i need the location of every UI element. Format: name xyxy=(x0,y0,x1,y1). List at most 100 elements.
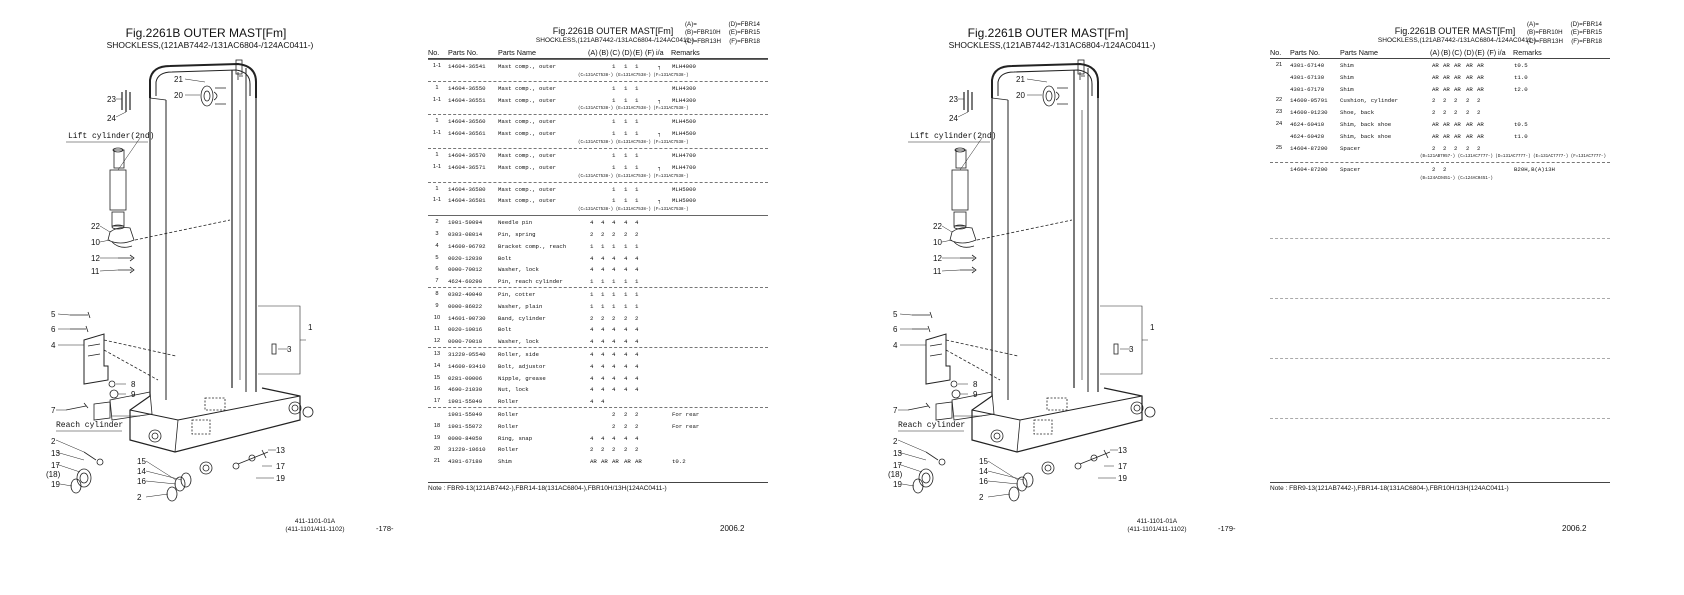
quantity-cell: 1 xyxy=(612,151,616,159)
parts-table-header: No.Parts No.Parts Name(A)(B)(C)(D)(E)(F)… xyxy=(428,48,768,59)
remarks-cell: t1.0 xyxy=(1514,73,1528,81)
remarks-cell: MLH4500 xyxy=(672,118,696,126)
item-number: 15 xyxy=(433,374,441,381)
quantity-cell: AR xyxy=(590,458,597,466)
item-number: 1 xyxy=(435,118,439,125)
parts-table: No.Parts No.Parts Name(A)(B)(C)(D)(E)(F)… xyxy=(1270,48,1610,184)
figure-subtitle: SHOCKLESS,(121AB7442-/131AC6804-/124AC04… xyxy=(948,40,1156,50)
part-name: Mast comp., outer xyxy=(498,163,557,171)
quantity-cell: 1 xyxy=(635,185,639,193)
quantity-cell: 1 xyxy=(635,278,639,286)
part-number: 14601-90730 xyxy=(448,314,486,322)
revision-date: 2006.2 xyxy=(720,524,745,533)
quantity-cell: 2 xyxy=(612,230,616,238)
quantity-cell: 1 xyxy=(624,63,628,70)
part-number: 1901-55049 xyxy=(448,398,483,406)
quantity-cell: 1 xyxy=(612,96,616,104)
quantity-cell: AR xyxy=(612,458,619,466)
quantity-cell: 2 xyxy=(635,422,639,430)
quantity-cell: 1 xyxy=(612,163,616,171)
quantity-cell: 2 xyxy=(624,410,628,418)
part-number: 14604-87200 xyxy=(1290,144,1328,152)
remarks-cell: MLH4500 xyxy=(672,130,696,138)
model-code-left: (B)=FBR10H xyxy=(1527,29,1563,37)
model-legend-row: (A)=(D)=FBR14 xyxy=(1527,21,1602,29)
quantity-cell: 2 xyxy=(612,422,616,430)
part-number: 14604-36571 xyxy=(448,163,486,171)
part-name: Spacer xyxy=(1340,166,1361,174)
remarks-cell: t1.0 xyxy=(1514,132,1528,140)
callout-number: 10 xyxy=(91,238,100,247)
callout-number: 15 xyxy=(979,457,988,466)
part-name: Washer, lock xyxy=(498,266,539,274)
model-code-right: (E)=FBR15 xyxy=(728,29,760,37)
figure-subtitle: SHOCKLESS,(121AB7442-/131AC6804-/124AC04… xyxy=(106,40,314,50)
serial-note-row: (C=131AC7538-) (E=131AC7538-) (F=131AC75… xyxy=(428,206,768,215)
item-number: 25 xyxy=(1275,144,1283,151)
part-number: 4301-67170 xyxy=(1290,85,1325,93)
quantity-cell: 2 xyxy=(624,446,628,454)
quantity-cell: 2 xyxy=(590,230,594,238)
column-header-f: (F) xyxy=(1487,48,1497,57)
quantity-cell: 2 xyxy=(1477,109,1481,117)
callout-number: 21 xyxy=(174,75,183,84)
quantity-cell: 4 xyxy=(601,254,605,262)
quantity-cell: AR xyxy=(1477,85,1484,93)
column-header-c: (C) xyxy=(1452,48,1462,57)
quantity-cell: 2 xyxy=(1477,97,1481,105)
callout-number: 1 xyxy=(308,323,313,332)
quantity-cell: 2 xyxy=(624,422,628,430)
model-legend-row: (B)=FBR10H(E)=FBR15 xyxy=(685,29,760,37)
interchangeability-mark: ┐ xyxy=(658,63,662,70)
quantity-cell: 4 xyxy=(635,362,639,370)
part-name: Shim xyxy=(1340,85,1354,93)
quantity-cell: AR xyxy=(601,458,608,466)
callout-number: 2 xyxy=(51,437,56,446)
callout-number: 3 xyxy=(1129,345,1134,354)
quantity-cell: 4 xyxy=(612,338,616,346)
item-number: 12 xyxy=(433,338,441,345)
quantity-cell: 2 xyxy=(635,314,639,322)
page-code-subline: (411-1101/411-1102) xyxy=(285,526,345,533)
quantity-cell: AR xyxy=(1454,85,1461,93)
quantity-cell: AR xyxy=(1432,73,1439,81)
page-code: 411-1101-01A(411-1101/411-1102) xyxy=(270,518,360,534)
item-number: 24 xyxy=(1275,120,1283,127)
quantity-cell: AR xyxy=(1443,120,1450,128)
model-code-right: (F)=FBR18 xyxy=(729,37,760,45)
item-number: 4 xyxy=(435,242,439,249)
callout-number: 20 xyxy=(1016,91,1025,100)
item-number: 1-1 xyxy=(432,130,442,137)
quantity-cell: 4 xyxy=(635,386,639,394)
quantity-cell: 4 xyxy=(624,266,628,274)
part-name: Mast comp., outer xyxy=(498,197,557,205)
quantity-cell: 1 xyxy=(612,84,616,92)
lift-cylinder-label: Lift cylinder(2nd) xyxy=(910,132,997,141)
exploded-parts-diagram xyxy=(55,59,314,502)
page-code-line: 411-1101-01A xyxy=(1136,518,1178,525)
column-header-a: (A) xyxy=(1430,48,1440,57)
part-number: 1901-55049 xyxy=(448,410,483,418)
part-name: Needle pin xyxy=(498,219,533,227)
quantity-cell: 1 xyxy=(635,96,639,104)
exploded-parts-diagram xyxy=(897,59,1156,502)
model-code-left: (A)= xyxy=(685,21,697,28)
model-code-right: (F)=FBR18 xyxy=(1571,37,1602,45)
item-number: 1 xyxy=(435,84,439,91)
quantity-cell: 4 xyxy=(590,254,594,262)
callout-number: 21 xyxy=(1016,75,1025,84)
quantity-cell: 1 xyxy=(624,185,628,193)
part-name: Ring, snap xyxy=(498,434,533,442)
column-header-b: (B) xyxy=(1441,48,1451,57)
quantity-cell: AR xyxy=(1432,62,1439,69)
quantity-cell: AR xyxy=(1443,73,1450,81)
quantity-cell: 2 xyxy=(1432,109,1436,117)
